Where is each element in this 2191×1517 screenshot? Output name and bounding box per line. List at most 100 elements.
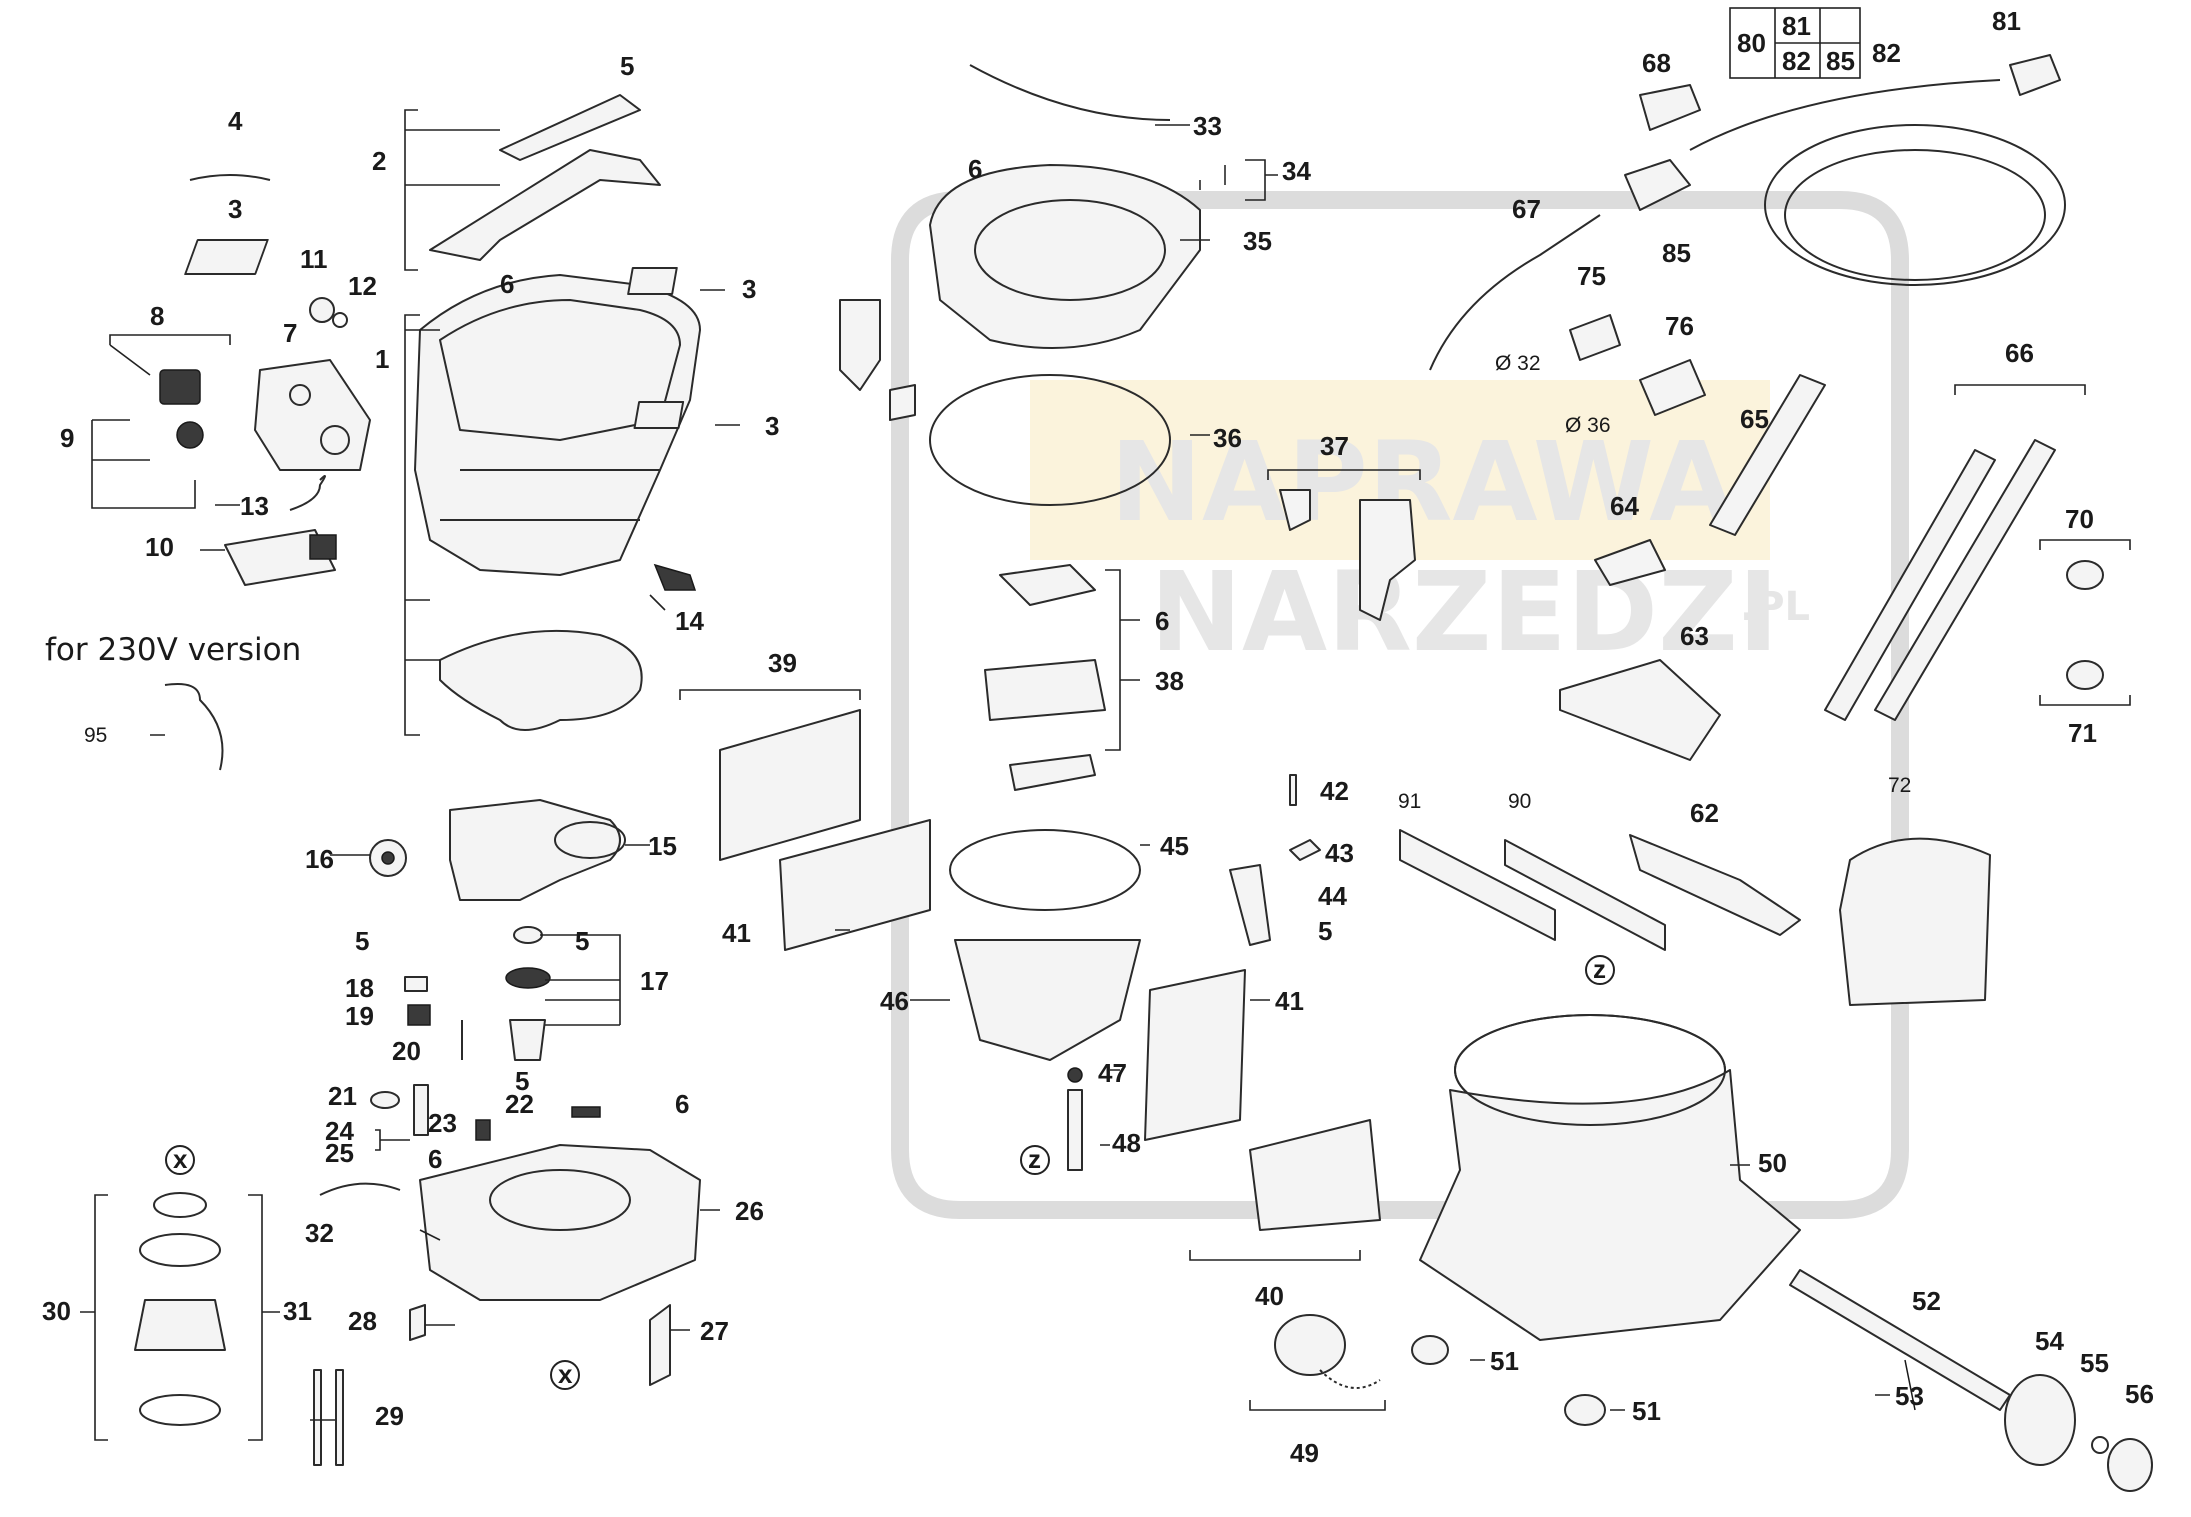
- circuit-board: [224, 529, 336, 586]
- hose-sleeve: [1624, 159, 1691, 211]
- label-2: 2: [372, 146, 386, 176]
- leader-lines: [80, 7, 2131, 1441]
- filter-frame: [929, 164, 1201, 349]
- label-82: 82: [1782, 46, 1811, 76]
- label-41: 41: [722, 918, 751, 948]
- label-50: 50: [1758, 1148, 1787, 1178]
- ref-circle-z: z: [1020, 1144, 1050, 1175]
- container-group: [1199, 54, 2153, 1492]
- part-labels: 5 2 4 3 11 12 6 3 8 7 1 9 3 13 10 14 for…: [42, 6, 2154, 1468]
- ref-circle-x: x: [165, 1144, 195, 1175]
- label-46: 46: [880, 986, 909, 1016]
- rubber-strip: [1399, 829, 1556, 941]
- label-23: 23: [428, 1108, 457, 1138]
- valve-cover: [1009, 754, 1096, 791]
- label-62: 62: [1690, 798, 1719, 828]
- label-36: 36: [1213, 423, 1242, 453]
- power-plug: [653, 563, 697, 591]
- latch-clip: [889, 384, 916, 421]
- ref-circle-x: x: [550, 1359, 580, 1390]
- pin: [1289, 774, 1297, 806]
- label-13: 13: [240, 491, 269, 521]
- motor-cover: [449, 799, 621, 901]
- label-75: 75: [1577, 261, 1606, 291]
- extension-tube: [1874, 439, 2056, 721]
- cyclone-bowl: [954, 939, 1141, 1061]
- label-11: 11: [300, 244, 328, 274]
- label-49: 49: [1290, 1438, 1319, 1468]
- wheel: [2004, 1374, 2076, 1466]
- label-19: 19: [345, 1001, 374, 1031]
- curved-handle: [1429, 214, 1601, 371]
- label-8: 8: [150, 301, 164, 331]
- clip: [1279, 489, 1311, 531]
- flap: [1229, 864, 1271, 946]
- knob-cap: [309, 297, 335, 323]
- label-7: 7: [283, 318, 297, 348]
- label-9: 9: [60, 423, 74, 453]
- caster: [1411, 1335, 1449, 1365]
- label-56: 56: [2125, 1379, 2154, 1409]
- svg-text:z: z: [1028, 1144, 1041, 1174]
- switch-module: [159, 369, 201, 405]
- valve: [509, 1019, 546, 1061]
- foam-pad: [409, 1304, 426, 1341]
- label-32: 32: [305, 1218, 334, 1248]
- label-51: 51: [1490, 1346, 1519, 1376]
- label-54: 54: [2035, 1326, 2064, 1356]
- label-37: 37: [1320, 431, 1349, 461]
- label-80: 80: [1737, 28, 1766, 58]
- label-85: 85: [1826, 46, 1855, 76]
- label-91: 91: [1398, 790, 1421, 813]
- label-30: 30: [42, 1296, 71, 1326]
- hose-adapter: [1639, 84, 1701, 131]
- svg-text:x: x: [173, 1144, 188, 1174]
- label-24: 24: [325, 1116, 354, 1146]
- label-44: 44: [1318, 881, 1347, 911]
- label-15: 15: [648, 831, 677, 861]
- label-33: 33: [1193, 111, 1222, 141]
- pleated-filter: [779, 819, 931, 951]
- bracket: [1359, 499, 1416, 621]
- ref-circle-z: z: [1585, 954, 1615, 985]
- label-90: 90: [1508, 790, 1531, 813]
- label-76: 76: [1665, 311, 1694, 341]
- clip: [1289, 839, 1321, 861]
- carry-handle: [429, 149, 661, 261]
- label-71: 71: [2068, 718, 2097, 748]
- suction-hose: [1764, 124, 2066, 286]
- control-panel: [254, 359, 371, 471]
- label-4: 4: [228, 106, 243, 136]
- watermark-suffix: .PL: [1740, 584, 1810, 630]
- label-63: 63: [1680, 621, 1709, 651]
- label-55: 55: [2080, 1348, 2109, 1378]
- label-21: 21: [328, 1081, 357, 1111]
- disc: [505, 967, 551, 989]
- label-3: 3: [228, 194, 242, 224]
- clip: [404, 976, 428, 992]
- label-diameter-32: Ø 32: [1495, 352, 1541, 375]
- label-70: 70: [2065, 504, 2094, 534]
- seal-ring: [929, 374, 1171, 506]
- motor-base: [419, 1144, 701, 1301]
- label-65: 65: [1740, 404, 1769, 434]
- wet-dry-nozzle: [1559, 659, 1721, 761]
- label-plate: [633, 401, 685, 429]
- svg-text:z: z: [1593, 954, 1606, 984]
- frame-filter: [1249, 1119, 1381, 1231]
- hose-clamp: [2066, 560, 2104, 590]
- lid-seal: [439, 629, 643, 731]
- motor: [134, 1299, 226, 1351]
- pleated-filter: [1144, 969, 1246, 1141]
- label-35: 35: [1243, 226, 1272, 256]
- label-39: 39: [768, 648, 797, 678]
- label-6: 6: [968, 154, 982, 184]
- upholstery-nozzle: [1594, 539, 1666, 586]
- label-81: 81: [1992, 6, 2021, 36]
- label-6: 6: [675, 1089, 689, 1119]
- label-18: 18: [345, 973, 374, 1003]
- reducer-32: [1569, 314, 1621, 361]
- label-plate: [627, 267, 678, 295]
- label-34: 34: [1282, 156, 1311, 186]
